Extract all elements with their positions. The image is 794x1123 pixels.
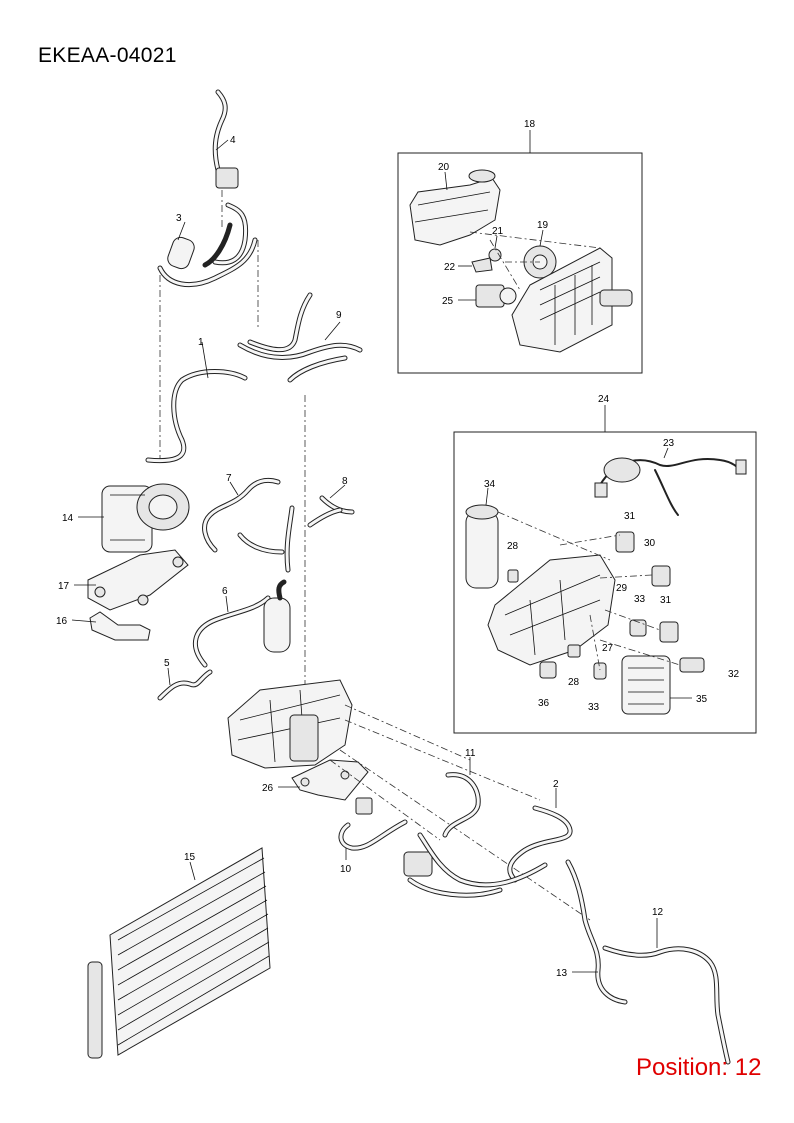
callout-22: 22: [444, 262, 456, 273]
callout-31a: 31: [624, 511, 636, 522]
detail-box-valve-block: [453, 405, 757, 734]
bracket-26: [291, 759, 369, 801]
callout-15: 15: [184, 852, 196, 863]
callout-10: 10: [340, 864, 352, 875]
receiver-drier-3: [157, 236, 259, 460]
callout-9: 9: [336, 310, 342, 321]
hose-assembly-12: [602, 945, 731, 1065]
detail-box-reservoir: [397, 130, 643, 374]
callout-16: 16: [56, 616, 68, 627]
callout-2: 2: [553, 779, 559, 790]
callout-13: 13: [556, 968, 568, 979]
valve-block-part: [487, 554, 616, 666]
callout-1: 1: [198, 337, 204, 348]
callout-26: 26: [262, 783, 274, 794]
hose-assembly-10: [338, 797, 548, 898]
filter-cartridge-part: [465, 511, 499, 589]
hose-assembly-9: [237, 292, 363, 690]
callout-27: 27: [602, 643, 614, 654]
reservoir-tank-part: [409, 177, 501, 246]
callout-29: 29: [616, 583, 628, 594]
hose-assembly-11: [442, 772, 481, 838]
callout-34: 34: [484, 479, 496, 490]
callout-25: 25: [442, 296, 454, 307]
callout-19: 19: [537, 220, 549, 231]
callout-21: 21: [492, 226, 504, 237]
hose-assembly-2: [507, 805, 573, 883]
hose-assembly-4: [202, 89, 249, 268]
hose-assembly-5: [157, 669, 213, 701]
callout-32: 32: [728, 669, 740, 680]
callout-30: 30: [644, 538, 656, 549]
callout-4: 4: [230, 135, 236, 146]
bracket-16: [89, 611, 151, 641]
callout-20: 20: [438, 162, 450, 173]
condenser-15: [87, 847, 271, 1059]
callout-33a: 33: [634, 594, 646, 605]
callout-7: 7: [226, 473, 232, 484]
callout-6: 6: [222, 586, 228, 597]
hose-assembly-6: [193, 579, 291, 668]
hose-assembly-8: [307, 495, 355, 528]
callout-28a: 28: [507, 541, 519, 552]
central-valve-body: [227, 679, 591, 921]
hose-assembly-13: [565, 859, 628, 1005]
callout-14: 14: [62, 513, 74, 524]
callout-3: 3: [176, 213, 182, 224]
compressor-14: [101, 483, 190, 553]
callout-24: 24: [598, 394, 610, 405]
hose-assembly-7: [202, 477, 295, 573]
bracket-17: [87, 549, 189, 611]
callout-33b: 33: [588, 702, 600, 713]
valve-housing-part: [511, 247, 613, 353]
callout-31b: 31: [660, 595, 672, 606]
callout-11: 11: [465, 748, 476, 759]
accumulator-part: [263, 597, 291, 653]
hose-assembly-1: [145, 369, 248, 464]
oil-cooler-part: [621, 655, 671, 715]
callout-23: 23: [663, 438, 675, 449]
callout-35: 35: [696, 694, 708, 705]
leader-lines: [71, 139, 658, 973]
position-indicator: Position: 12: [636, 1054, 762, 1081]
callout-28b: 28: [568, 677, 580, 688]
callout-labels: 4 3 1 9 18 20 19 21 22 25 24 23 34 31 28…: [56, 119, 740, 979]
callout-5: 5: [164, 658, 170, 669]
callout-36: 36: [538, 698, 550, 709]
diagram-title: EKEAA-04021: [38, 44, 177, 67]
callout-12: 12: [652, 907, 664, 918]
callout-17: 17: [58, 581, 70, 592]
callout-8: 8: [342, 476, 348, 487]
callout-18: 18: [524, 119, 536, 130]
